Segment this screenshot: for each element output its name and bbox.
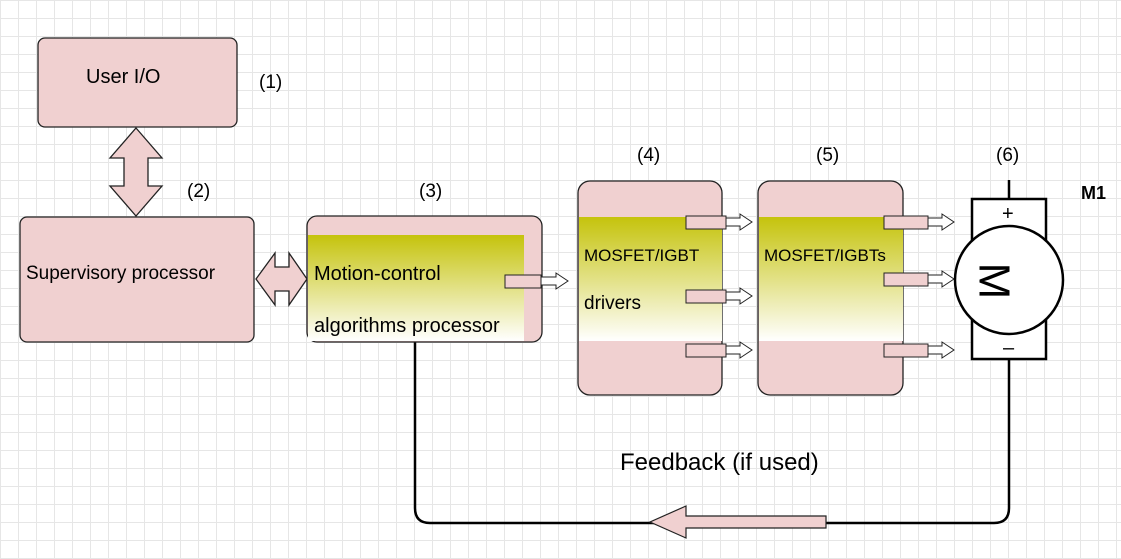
drivers-highlight — [579, 217, 722, 341]
motion-control-highlight — [308, 235, 524, 341]
supervisory-motion-arrow — [255, 250, 308, 308]
user-io-block — [37, 37, 238, 128]
motor-number: (6) — [996, 145, 1019, 166]
drivers-output-arrow-1 — [685, 213, 753, 231]
user-io-supervisory-arrow — [108, 127, 164, 217]
drivers-label-line2: drivers — [584, 293, 641, 314]
feedback-label: Feedback (if used) — [620, 449, 819, 476]
motion-output-arrow — [504, 272, 569, 290]
drivers-output-arrow-2 — [685, 287, 753, 305]
drivers-output-arrow-3 — [685, 341, 753, 359]
motor-plus-terminal: + — [1002, 203, 1014, 225]
motion-control-number: (3) — [419, 181, 442, 202]
drivers-number: (4) — [637, 145, 660, 166]
motor-name: M1 — [1081, 183, 1106, 203]
supervisory-number: (2) — [187, 181, 210, 202]
feedback-arrow — [648, 505, 827, 539]
motion-control-label-line2: algorithms processor — [314, 315, 500, 337]
power-output-arrow-1 — [883, 213, 955, 231]
drivers-label-line1: MOSFET/IGBT — [584, 246, 699, 265]
supervisory-label: Supervisory processor — [26, 263, 216, 284]
motor-m-letter: M — [970, 263, 1019, 300]
user-io-label: User I/O — [86, 66, 160, 88]
power-output-arrow-3 — [883, 341, 955, 359]
motor-symbol — [953, 180, 1065, 361]
power-output-arrow-2 — [883, 270, 955, 288]
power-stage-number: (5) — [816, 145, 839, 166]
user-io-number: (1) — [259, 72, 282, 93]
power-stage-highlight — [759, 217, 903, 341]
motor-minus-terminal: – — [1003, 337, 1015, 359]
supervisory-block — [19, 216, 255, 343]
power-stage-label: MOSFET/IGBTs — [764, 246, 886, 265]
motion-control-label-line1: Motion-control — [314, 263, 441, 285]
